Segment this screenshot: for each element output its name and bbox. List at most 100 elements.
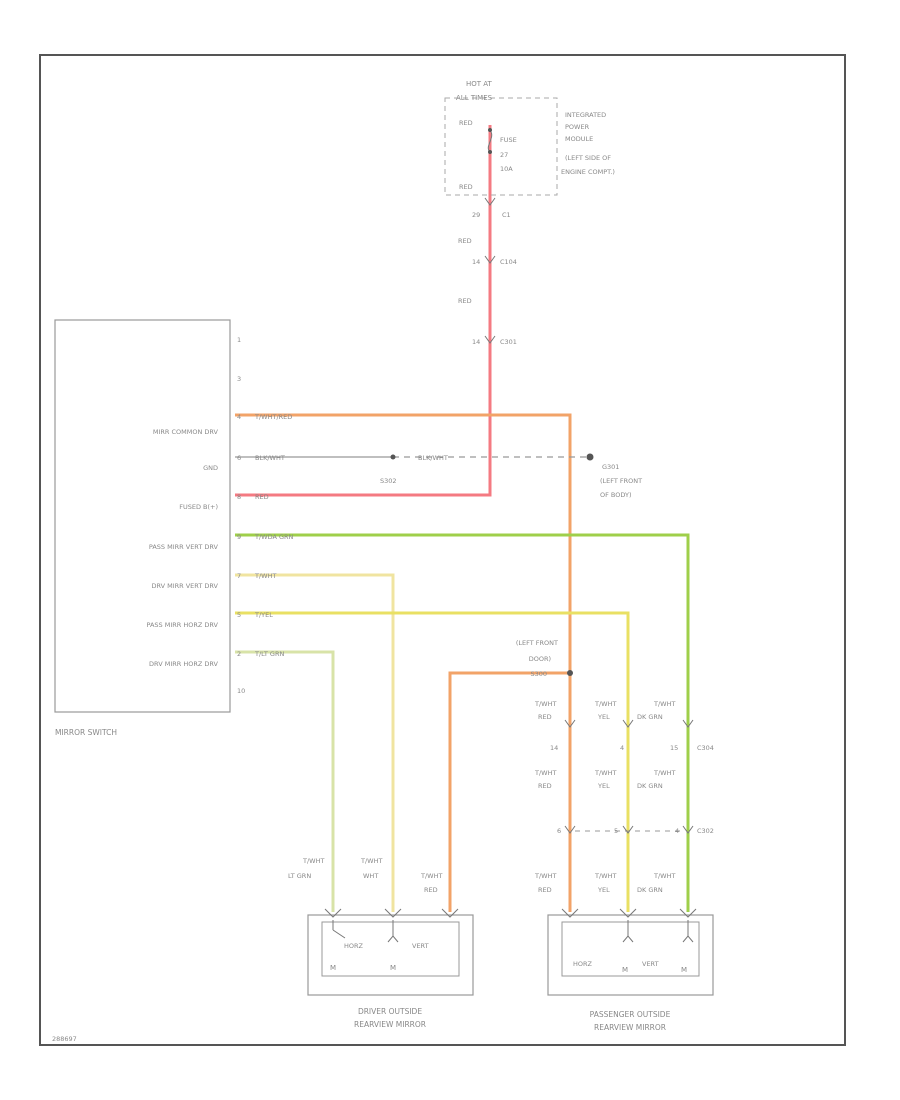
- switch-pin-num-7: 7: [237, 572, 241, 580]
- door-line-2: DOOR): [529, 655, 551, 663]
- driver-mirror-inner: [321, 921, 460, 977]
- c304-symbol-2: [622, 719, 634, 728]
- fuse-bottom-dot: [488, 150, 492, 154]
- wire-red-power: [235, 125, 492, 497]
- ipm-connector: C1: [502, 211, 511, 219]
- switch-wire-4: T/WHT/RED: [254, 413, 292, 421]
- c304-symbol-1: [564, 719, 576, 728]
- pass-wire-1a: T/WHT: [534, 872, 556, 880]
- c302-connector: 6 5 4 C302: [557, 825, 714, 835]
- switch-pin-num-9: 9: [237, 533, 241, 541]
- mirror-switch-box: [54, 319, 231, 713]
- driver-mirror: T/WHT LT GRN T/WHT WHT T/WHT RED HORZ VE…: [288, 857, 474, 1029]
- riser-pin-2: 14: [472, 338, 480, 346]
- driver-horz-label: HORZ: [344, 942, 364, 950]
- ground-desc-2: OF BODY): [600, 491, 632, 499]
- ipm-line-4: (LEFT SIDE OF: [565, 154, 611, 162]
- wire-green-pass-vert: [235, 533, 690, 912]
- switch-pin-label-5: PASS MIRR HORZ DRV: [146, 621, 218, 629]
- c304-col1-top-1: T/WHT: [534, 700, 556, 708]
- wire-orange-common: [235, 413, 572, 912]
- switch-pin-label-9: PASS MIRR VERT DRV: [149, 543, 219, 551]
- c304-col2-bot-2: YEL: [597, 782, 610, 790]
- switch-pin-label-6: GND: [203, 464, 218, 472]
- c304-col3-bot-1: T/WHT: [653, 769, 675, 777]
- pass-connector-3: [679, 908, 697, 918]
- switch-pin-num-3: 3: [237, 375, 241, 383]
- c304-col3-top-2: DK GRN: [637, 713, 663, 721]
- ipm-wire-out: RED: [459, 183, 473, 191]
- diagram-frame: [39, 54, 846, 1046]
- driver-wire-2a: T/WHT: [360, 857, 382, 865]
- pass-wire-3b: DK GRN: [637, 886, 663, 894]
- riser-wire-1: RED: [458, 237, 472, 245]
- c304-symbol-3: [682, 719, 694, 728]
- switch-pin-num-10: 10: [237, 687, 245, 695]
- switch-wire-9: T/WDA GRN: [254, 533, 294, 541]
- c304-col1-bot-1: T/WHT: [534, 769, 556, 777]
- switch-wire-8: RED: [255, 493, 269, 501]
- mirror-switch: MIRROR SWITCH 1 3 4 MIRR COMMON DRV T/WH…: [54, 319, 294, 737]
- fuse-label: FUSE: [500, 136, 517, 144]
- ipm-line-3: MODULE: [565, 135, 593, 143]
- driver-wire-3b: RED: [424, 886, 438, 894]
- c304-connector: T/WHT RED T/WHT YEL T/WHT DK GRN 14 4 15…: [534, 700, 714, 790]
- c304-col3-top-1: T/WHT: [653, 700, 675, 708]
- door-splice: S300: [530, 670, 547, 678]
- ground-splice-dot: [390, 454, 396, 460]
- pass-horz-label: HORZ: [573, 960, 593, 968]
- driver-connector-1: [324, 908, 342, 918]
- fuse-number: 27: [500, 151, 508, 159]
- switch-pin-num-8: 8: [237, 493, 241, 501]
- passenger-mirror: T/WHT RED T/WHT YEL T/WHT DK GRN HORZ VE…: [534, 872, 714, 1032]
- pass-vert-label: VERT: [642, 960, 659, 968]
- ground-ref: G301: [602, 463, 619, 471]
- ground-wire-label: BLK/WHT: [418, 454, 448, 462]
- power-source-line1: HOT AT: [466, 80, 493, 88]
- c304-label: C304: [697, 744, 714, 752]
- c304-col1-top-2: RED: [538, 713, 552, 721]
- pass-connector-1: [561, 908, 579, 918]
- wire-yellow-pass-horz: [235, 611, 630, 912]
- c304-col2-top-2: YEL: [597, 713, 610, 721]
- diagram-id: 288697: [52, 1035, 77, 1043]
- ipm-line-2: POWER: [565, 123, 590, 131]
- pass-caption-1: PASSENGER OUTSIDE: [590, 1010, 671, 1019]
- c302-pin-1: 6: [557, 827, 561, 835]
- wire-ltgreen-driver-horz: [235, 650, 335, 912]
- driver-motor-icon-1: M: [330, 964, 336, 972]
- c302-pin-3: 4: [675, 827, 679, 835]
- c302-label: C302: [697, 827, 714, 835]
- c301-symbol: [484, 335, 496, 344]
- ipm-line-1: INTEGRATED: [565, 111, 606, 119]
- c302-symbol-3: [682, 825, 694, 834]
- driver-horz-lead: [332, 920, 346, 939]
- switch-pin-label-2: DRV MIRR HORZ DRV: [149, 660, 219, 668]
- ipm-line-5: ENGINE COMPT.): [561, 168, 615, 176]
- driver-wire-2b: WHT: [363, 872, 378, 880]
- riser-conn-1: C104: [500, 258, 517, 266]
- driver-vert-lead: [387, 920, 399, 943]
- driver-wire-1a: T/WHT: [302, 857, 324, 865]
- pass-mirror-box: [547, 914, 714, 996]
- door-line-1: (LEFT FRONT: [516, 639, 558, 647]
- pass-vert-lead-3: [682, 920, 694, 943]
- wire-paleyellow-driver-vert: [235, 573, 395, 912]
- c104-symbol: [484, 255, 496, 264]
- pass-caption-2: REARVIEW MIRROR: [594, 1023, 666, 1032]
- pass-wire-2a: T/WHT: [594, 872, 616, 880]
- switch-wire-2: T/LT GRN: [254, 650, 284, 658]
- fuse-top-dot: [488, 128, 492, 132]
- driver-wire-1b: LT GRN: [288, 872, 311, 880]
- switch-pin-num-5: 5: [237, 611, 241, 619]
- c304-pin-3: 15: [670, 744, 678, 752]
- door-splice-dot: [567, 670, 573, 676]
- power-source-line2: ALL TIMES: [456, 94, 493, 102]
- pass-vert-lead-2: [622, 920, 634, 943]
- pass-wire-1b: RED: [538, 886, 552, 894]
- ipm-connector-symbol: [484, 197, 496, 206]
- wires: [235, 125, 690, 912]
- switch-pin-num-1: 1: [237, 336, 241, 344]
- pass-connector-2: [619, 908, 637, 918]
